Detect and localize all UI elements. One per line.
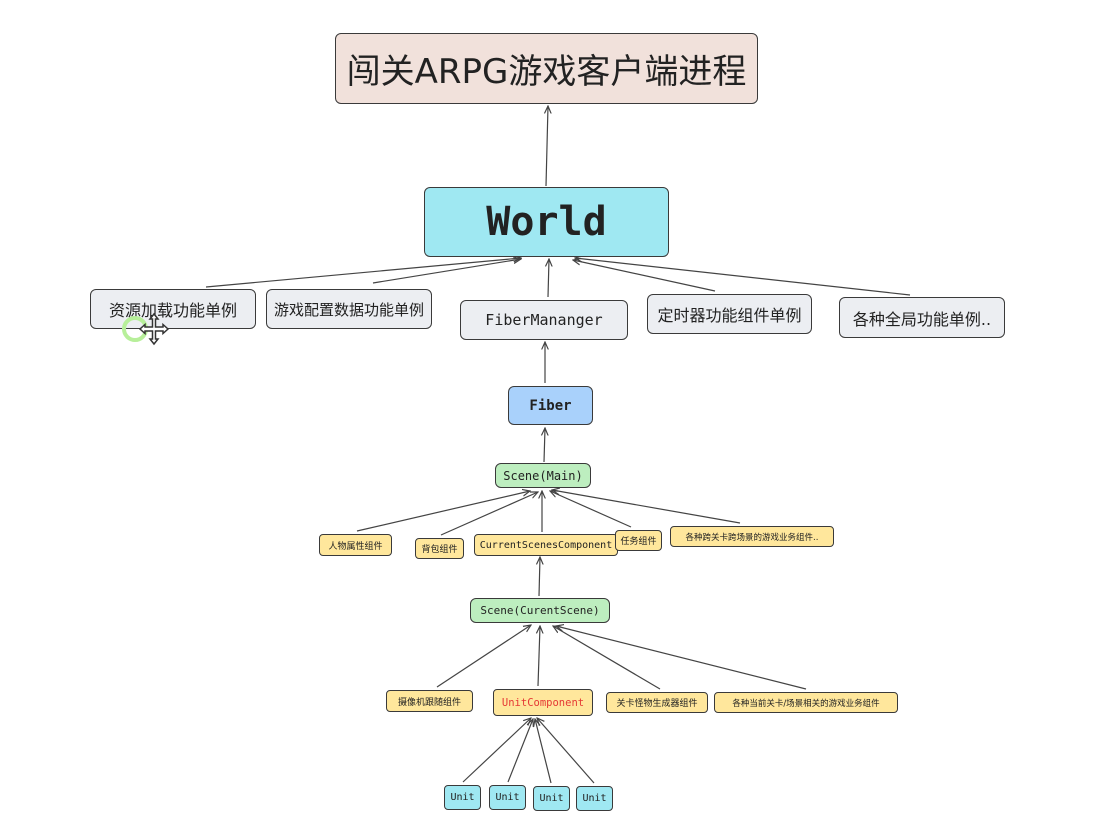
fiber-label: Fiber	[529, 397, 572, 414]
unit-node: Unit	[489, 785, 526, 810]
current-scenes-component-label: CurrentScenesComponent	[479, 539, 613, 551]
unit-label: Unit	[450, 792, 475, 803]
character-attribute-component-node: 人物属性组件	[319, 534, 392, 556]
resource-loader-singleton-node: 资源加载功能单例	[90, 289, 256, 329]
scene-current-label: Scene(CurentScene)	[480, 604, 600, 617]
edge-unit4-to-unitcomponent	[537, 718, 595, 784]
task-label: 任务组件	[620, 537, 657, 547]
game-client-process-label: 闯关ARPG游戏客户端进程	[346, 52, 747, 92]
edge-scenecurrent-to-currentscenes	[539, 557, 540, 597]
global-singletons-node: 各种全局功能单例..	[839, 297, 1005, 338]
unit-component-label: UnitComponent	[501, 696, 585, 709]
current-scenes-component-node: CurrentScenesComponent	[474, 534, 618, 556]
level-related-components-node: 各种当前关卡/场景相关的游戏业务组件	[714, 692, 898, 713]
edge-levelrelated-to-scenecurrent	[556, 626, 807, 690]
edge-charattr-to-scenemain	[356, 491, 530, 532]
unit-label: Unit	[495, 792, 520, 803]
monster-spawner-component-node: 关卡怪物生成器组件	[606, 692, 708, 713]
edge-unit1-to-unitcomponent	[462, 718, 531, 783]
game-config-singleton-node: 游戏配置数据功能单例	[266, 289, 432, 329]
edge-scenemain-to-fiber	[544, 428, 545, 463]
edge-task-to-scenemain	[550, 491, 632, 528]
scene-main-label: Scene(Main)	[503, 468, 583, 483]
resource-loader-label: 资源加载功能单例	[108, 301, 237, 320]
edge-unit2-to-unitcomponent	[507, 719, 533, 783]
edge-camera-to-scenecurrent	[436, 625, 531, 688]
edge-timer-to-world	[573, 260, 716, 292]
world-label: World	[486, 199, 607, 245]
monster-spawner-label: 关卡怪物生成器组件	[616, 699, 698, 709]
edge-crosslevel-to-scenemain	[552, 490, 741, 524]
game-config-label: 游戏配置数据功能单例	[273, 300, 424, 319]
unit-label: Unit	[582, 793, 607, 804]
world-node: World	[424, 187, 669, 257]
game-client-process-node: 闯关ARPG游戏客户端进程	[335, 33, 758, 104]
edge-world-to-process	[546, 106, 548, 187]
edge-backpack-to-scenemain	[440, 492, 538, 536]
scene-current-node: Scene(CurentScene)	[470, 598, 610, 623]
edge-spawner-to-scenecurrent	[553, 626, 661, 690]
fiber-node: Fiber	[508, 386, 593, 425]
unit-node: Unit	[576, 786, 613, 811]
scene-main-node: Scene(Main)	[495, 463, 591, 488]
unit-node: Unit	[533, 786, 570, 811]
unit-label: Unit	[539, 793, 564, 804]
unit-component-node: UnitComponent	[493, 689, 593, 716]
unit-node: Unit	[444, 785, 481, 810]
cross-level-components-node: 各种跨关卡跨场景的游戏业务组件..	[670, 526, 834, 547]
edge-resource-to-world	[205, 258, 521, 288]
camera-follow-component-node: 摄像机跟随组件	[386, 690, 473, 712]
fiber-manager-node: FiberMananger	[460, 300, 628, 340]
edge-fibermanager-to-world	[548, 259, 549, 298]
backpack-component-node: 背包组件	[415, 538, 464, 559]
camera-follow-label: 摄像机跟随组件	[397, 697, 461, 708]
global-singletons-label: 各种全局功能单例..	[852, 309, 992, 329]
character-attribute-label: 人物属性组件	[328, 541, 383, 552]
level-related-label: 各种当前关卡/场景相关的游戏业务组件	[732, 698, 880, 709]
task-component-node: 任务组件	[615, 530, 662, 551]
cross-level-label: 各种跨关卡跨场景的游戏业务组件..	[685, 532, 819, 543]
edge-global-to-world	[575, 258, 911, 296]
edge-unitcomponent-to-scenecurrent	[538, 626, 540, 687]
backpack-label: 背包组件	[421, 545, 458, 555]
move-cursor-icon	[122, 312, 170, 346]
edge-config-to-world	[372, 259, 521, 284]
edge-unit3-to-unitcomponent	[535, 719, 552, 784]
timer-label: 定时器功能组件单例	[657, 306, 802, 325]
fiber-manager-label: FiberMananger	[485, 311, 603, 329]
timer-singleton-node: 定时器功能组件单例	[647, 294, 812, 334]
